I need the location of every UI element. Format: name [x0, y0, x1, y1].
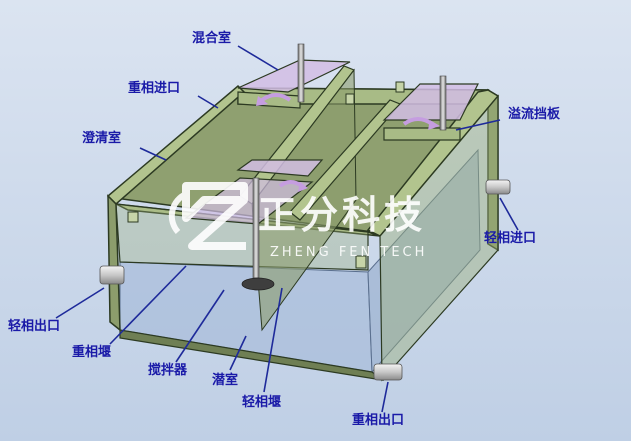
weir-notch-1	[127, 211, 139, 223]
swirl-arrowhead-3	[298, 182, 308, 192]
label-mixing-chamber: 混合室	[192, 31, 232, 46]
weir-notch-2	[355, 255, 367, 269]
watermark-logo	[168, 182, 248, 250]
leader-heavy-phase-outlet	[381, 381, 389, 413]
mixing-chamber-top	[237, 59, 351, 93]
weir-notch-3	[395, 81, 405, 93]
leader-clarifying-chamber	[139, 147, 167, 161]
overflow-baffle-plate	[383, 127, 461, 141]
leader-mixing-chamber	[237, 45, 279, 71]
swirl-arrowhead-1	[256, 96, 268, 106]
label-heavy-phase-weir: 重相堰	[72, 345, 112, 360]
swirl-arrow-1	[260, 93, 292, 102]
mixing-chamber-2-top	[382, 83, 479, 121]
agitator-shaft-1	[297, 43, 305, 103]
leader-overflow-baffle	[455, 119, 501, 131]
light-phase-inlet-pipe	[485, 179, 511, 195]
leader-heavy-phase-inlet	[197, 95, 219, 109]
leader-heavy-phase-weir	[109, 265, 187, 345]
label-heavy-phase-inlet: 重相进口	[128, 81, 181, 96]
weir-notch-4	[345, 93, 355, 105]
heavy-phase-outlet-pipe	[373, 363, 403, 381]
label-overflow-baffle: 溢流挡板	[508, 107, 561, 122]
watermark-name-en: ZHENG FEN TECH	[270, 245, 428, 260]
leader-agitator	[175, 289, 225, 363]
agitator-impeller	[241, 277, 275, 291]
tank-side-wall	[379, 94, 499, 382]
leader-light-phase-weir	[263, 287, 283, 393]
label-heavy-phase-outlet: 重相出口	[352, 413, 405, 428]
light-phase-outlet-pipe	[99, 265, 125, 285]
leader-submerged-chamber	[229, 335, 247, 371]
leader-lines	[55, 45, 519, 413]
agitator-shaft-2	[439, 75, 447, 131]
label-light-phase-weir: 轻相堰	[242, 395, 282, 410]
watermark-name: 正分科技	[258, 193, 427, 237]
leader-light-phase-inlet	[499, 197, 519, 231]
label-light-phase-outlet: 轻相出口	[8, 319, 61, 334]
liquid-side	[367, 148, 481, 374]
label-submerged-chamber: 潜室	[212, 373, 239, 388]
label-light-phase-inlet: 轻相进口	[484, 231, 537, 246]
swirl-arrowhead-2	[428, 120, 440, 130]
leader-light-phase-outlet	[55, 287, 105, 319]
label-agitator: 搅拌器	[148, 363, 188, 378]
front-mixing-chamber-top	[184, 177, 314, 225]
mid-mixing-chamber-top	[236, 159, 324, 177]
label-clarifying-chamber: 澄清室	[82, 131, 122, 146]
